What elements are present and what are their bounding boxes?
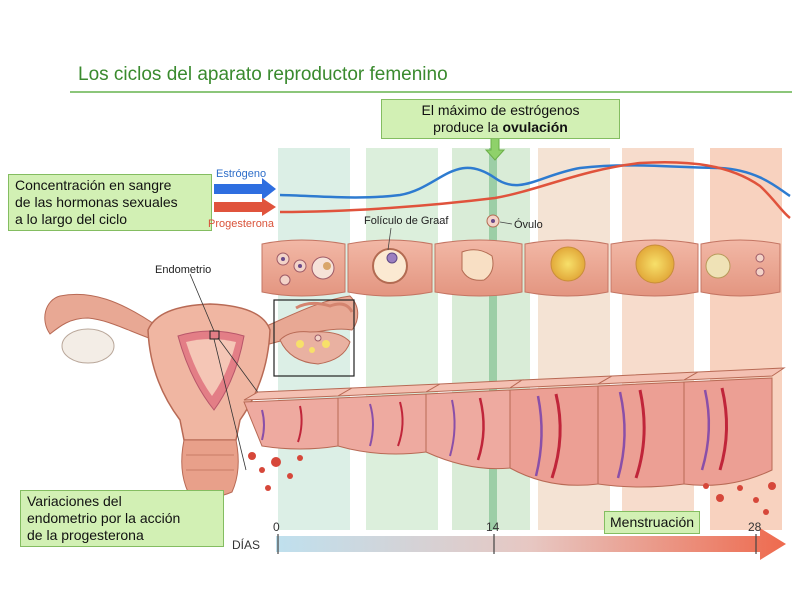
endometrium-line3: de la progesterona bbox=[27, 527, 144, 543]
ovum-label: Óvulo bbox=[514, 219, 543, 231]
tick-label-0: 0 bbox=[273, 520, 280, 534]
estrogen-label: Estrógeno bbox=[216, 168, 267, 180]
ovulation-callout: El máximo de estrógenos produce la ovula… bbox=[381, 99, 620, 139]
ovulation-band bbox=[489, 148, 497, 530]
ovulation-word: ovulación bbox=[502, 119, 568, 135]
ovulation-line1: El máximo de estrógenos bbox=[421, 102, 580, 118]
endometrium-label: Endometrio bbox=[155, 264, 212, 276]
hormones-line3: a lo largo del ciclo bbox=[15, 211, 128, 227]
uterus-illustration bbox=[44, 273, 359, 498]
endometrium-line1: Variaciones del bbox=[27, 493, 122, 509]
page-title: Los ciclos del aparato reproductor femen… bbox=[78, 64, 448, 85]
ovulation-line2-prefix: produce la bbox=[433, 119, 503, 135]
ovulation-line2: produce la ovulación bbox=[388, 119, 613, 136]
estrogen-arrow-icon bbox=[214, 178, 276, 200]
ovary-strip bbox=[261, 239, 781, 297]
progesterone-curve bbox=[279, 160, 791, 219]
ovary-inset bbox=[273, 299, 355, 377]
progesterone-label: Progesterona bbox=[208, 218, 275, 230]
graaf-pointer bbox=[387, 227, 392, 251]
endometrium-strip bbox=[243, 367, 786, 488]
endometrium-line2: endometrio por la acción bbox=[27, 510, 181, 526]
tick-label-28: 28 bbox=[748, 520, 762, 534]
hormones-line1: Concentración en sangre bbox=[15, 177, 172, 193]
hormones-line2: de las hormonas sexuales bbox=[15, 194, 178, 210]
title-divider bbox=[70, 91, 792, 93]
graaf-follicle-label: Folículo de Graaf bbox=[364, 215, 449, 227]
endometrium-callout: Variaciones del endometrio por la acción… bbox=[20, 490, 224, 547]
menstrual-debris bbox=[248, 452, 776, 515]
menstruation-callout: Menstruación bbox=[604, 511, 701, 534]
band-2 bbox=[366, 148, 438, 530]
days-arrow bbox=[276, 528, 786, 560]
progesterone-arrow-icon bbox=[214, 198, 276, 216]
tick-label-14: 14 bbox=[486, 520, 500, 534]
hormones-callout: Concentración en sangre de las hormonas … bbox=[8, 174, 212, 231]
days-axis-label: DÍAS bbox=[232, 538, 261, 552]
ovulation-arrow-icon bbox=[484, 137, 506, 161]
